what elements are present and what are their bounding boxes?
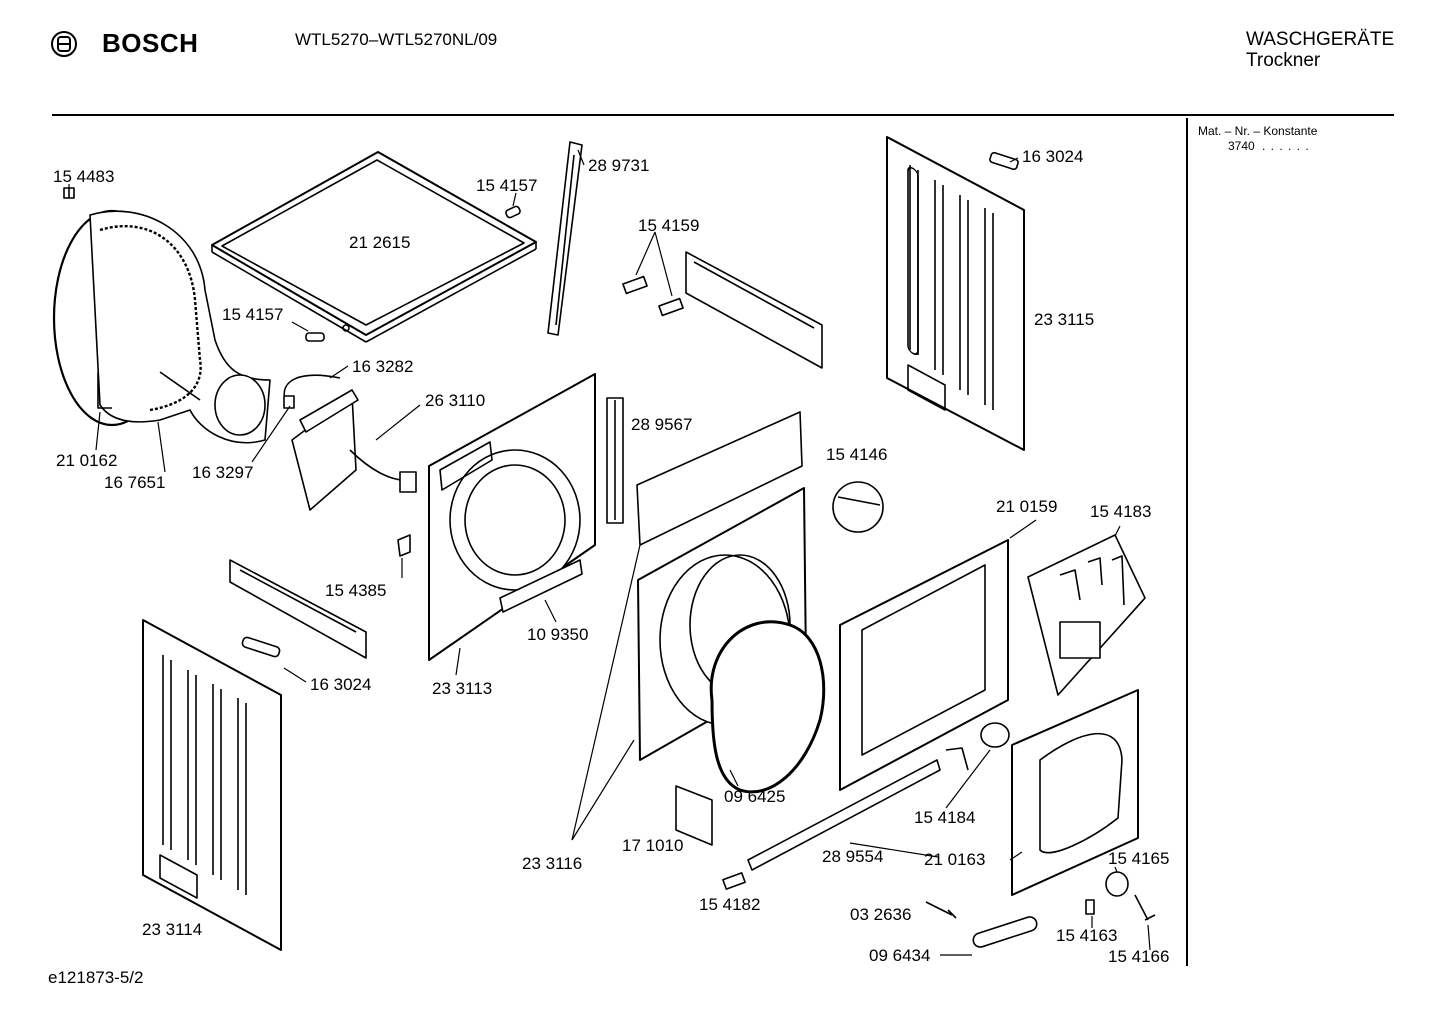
wire-harness-26-3110 bbox=[349, 449, 417, 493]
bracket-15-4159-a bbox=[622, 275, 648, 295]
part-label: 15 4157 bbox=[222, 305, 283, 324]
channel-10-9350 bbox=[499, 559, 583, 613]
door-switch-17-1010 bbox=[675, 785, 713, 846]
clip-15-4157-top bbox=[505, 205, 521, 219]
part-label: 28 9554 bbox=[822, 847, 883, 866]
material-number-label: Mat. – Nr. – Konstante bbox=[1198, 124, 1318, 138]
part-label: 23 3113 bbox=[432, 679, 492, 698]
part-label: 16 3024 bbox=[1022, 147, 1083, 166]
part-label: 16 3024 bbox=[310, 675, 371, 694]
part-label: 16 3297 bbox=[192, 463, 253, 482]
category-title: WASCHGERÄTE bbox=[1246, 29, 1395, 50]
part-label: 16 7651 bbox=[104, 473, 165, 492]
part-label: 10 9350 bbox=[527, 625, 588, 644]
crossbar-lower bbox=[229, 559, 367, 659]
exploded-parts-diagram: 15 4483 21 2615 15 4157 28 9731 15 4159 … bbox=[52, 136, 1169, 966]
part-label: 15 4157 bbox=[476, 176, 537, 195]
material-number-value: 3740 bbox=[1228, 139, 1255, 153]
part-label: 21 0163 bbox=[924, 850, 985, 869]
part-label: 28 9731 bbox=[588, 156, 649, 175]
screw-15-4483 bbox=[63, 187, 75, 199]
part-label: 15 4184 bbox=[914, 808, 975, 827]
lock-15-4184 bbox=[945, 722, 1010, 771]
bosch-logo-icon bbox=[51, 31, 77, 57]
screw-03-2636 bbox=[925, 901, 957, 919]
part-label: 15 4163 bbox=[1056, 926, 1117, 945]
part-label: 15 4385 bbox=[325, 581, 386, 600]
part-label: 23 3115 bbox=[1034, 310, 1094, 329]
part-label: 21 0162 bbox=[56, 451, 117, 470]
rear-duct-21-0162 bbox=[52, 209, 271, 444]
top-panel-21-2615 bbox=[211, 151, 537, 343]
knob-15-4165 bbox=[1105, 871, 1129, 897]
brand-name: BOSCH bbox=[102, 28, 199, 58]
crossbar-rear bbox=[685, 251, 823, 369]
foot-16-3024-lower bbox=[241, 636, 281, 658]
front-panel-21-0159 bbox=[839, 539, 1009, 791]
part-label: 15 4146 bbox=[826, 445, 887, 464]
sidebar-divider bbox=[1186, 118, 1188, 966]
bracket-15-4159-b bbox=[658, 297, 684, 317]
rail-28-9731 bbox=[547, 141, 583, 336]
part-label: 23 3116 bbox=[522, 854, 582, 873]
part-label: 28 9567 bbox=[631, 415, 692, 434]
part-label: 17 1010 bbox=[622, 836, 683, 855]
strip-28-9554 bbox=[747, 759, 941, 871]
model-number: WTL5270–WTL5270NL/09 bbox=[295, 30, 498, 49]
part-label: 15 4183 bbox=[1090, 502, 1151, 521]
hinge-kit-15-4183 bbox=[1027, 534, 1146, 696]
part-label: 15 4166 bbox=[1108, 947, 1169, 966]
part-label: 15 4483 bbox=[53, 167, 114, 186]
part-label: 23 3114 bbox=[142, 920, 202, 939]
heater-module-16-3297 bbox=[291, 389, 359, 511]
seal-09-6434 bbox=[972, 916, 1038, 948]
clip-15-4182 bbox=[722, 872, 746, 890]
bracket-28-9567 bbox=[606, 397, 624, 524]
part-label: 15 4182 bbox=[699, 895, 760, 914]
door-seal-09-6425 bbox=[709, 620, 826, 794]
side-panel-23-3114 bbox=[142, 619, 282, 951]
part-label: 16 3282 bbox=[352, 357, 413, 376]
part-label: 09 6425 bbox=[724, 787, 785, 806]
category-subtitle: Trockner bbox=[1246, 50, 1321, 71]
part-label: 09 6434 bbox=[869, 946, 930, 965]
cover-15-4146 bbox=[832, 481, 884, 533]
document-id: e121873-5/2 bbox=[48, 968, 144, 987]
foot-16-3024-top bbox=[989, 151, 1019, 171]
bolt-15-4166 bbox=[1134, 894, 1156, 921]
part-label: 21 2615 bbox=[349, 233, 410, 252]
part-label: 26 3110 bbox=[425, 391, 485, 410]
part-label: 03 2636 bbox=[850, 905, 911, 924]
side-panel-23-3115 bbox=[886, 136, 1025, 451]
part-label: 15 4159 bbox=[638, 216, 699, 235]
clip-15-4385 bbox=[397, 534, 411, 557]
plug-15-4163 bbox=[1085, 899, 1095, 915]
header-divider bbox=[52, 114, 1394, 116]
part-label: 21 0159 bbox=[996, 497, 1057, 516]
part-label: 15 4165 bbox=[1108, 849, 1169, 868]
door-21-0163 bbox=[1011, 689, 1139, 896]
back-panel-23-3113 bbox=[428, 373, 596, 661]
material-number-dots: . . . . . . bbox=[1262, 139, 1310, 153]
clip-15-4157-left bbox=[305, 332, 325, 342]
